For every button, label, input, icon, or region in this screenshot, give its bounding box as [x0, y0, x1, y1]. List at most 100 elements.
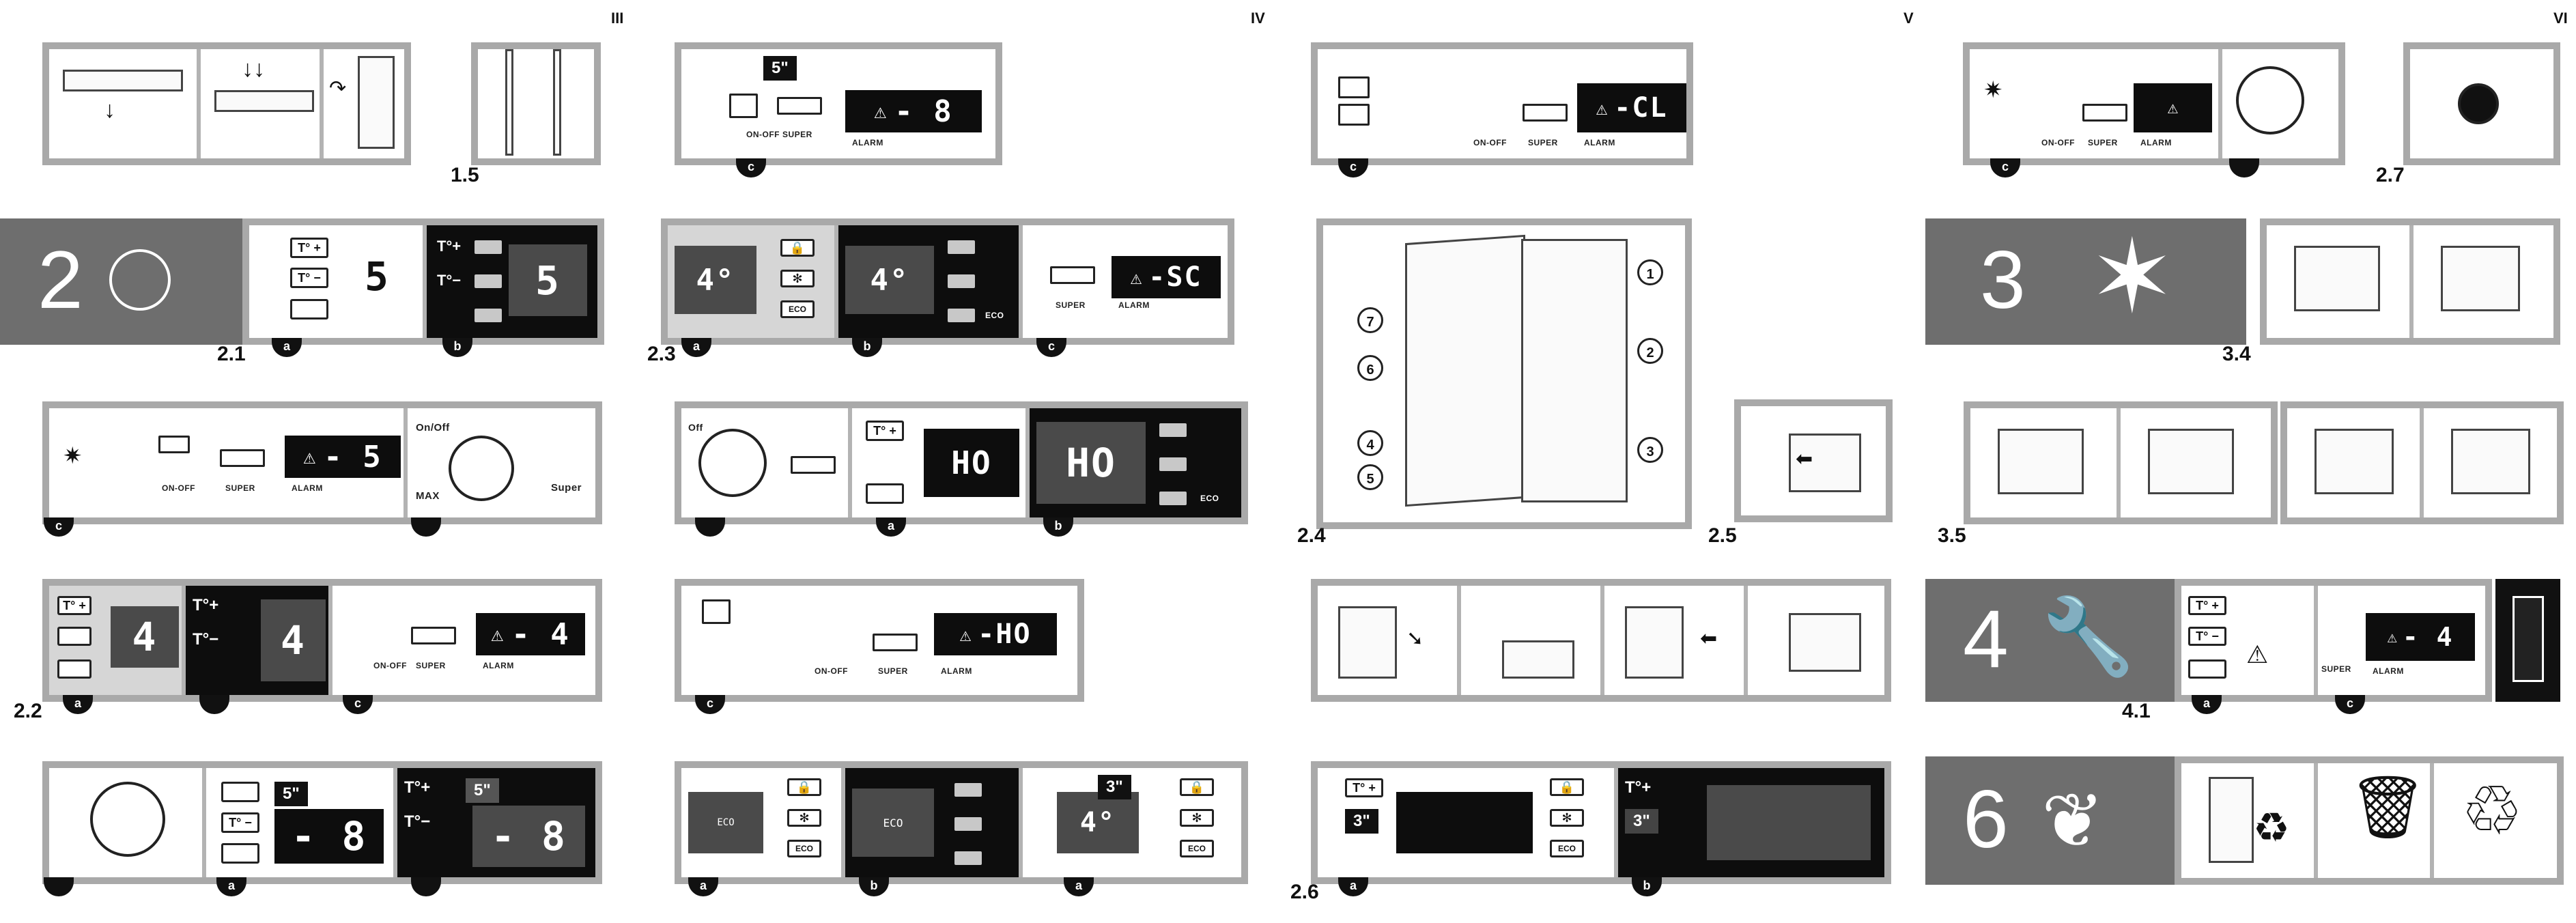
power-button[interactable]: [2188, 659, 2226, 679]
temperature-dial[interactable]: [2236, 66, 2304, 134]
temp-plus-button[interactable]: T° +: [2188, 596, 2226, 615]
temp-minus-button[interactable]: T° −: [221, 812, 259, 833]
snowflake-button[interactable]: ✻: [1180, 809, 1214, 827]
super-button[interactable]: [1050, 266, 1095, 284]
panel-weee: 🗑: [2318, 763, 2434, 878]
cabinet-sketch: ↷: [324, 49, 404, 158]
arrow-right-icon: ➘: [1406, 627, 1424, 650]
temp-plus-button[interactable]: T° +: [1345, 778, 1383, 797]
badge-c: c: [1990, 158, 2020, 178]
eco-button[interactable]: ECO: [787, 840, 821, 857]
section-banner-2: 2: [0, 218, 242, 345]
super-button[interactable]: [2082, 104, 2127, 122]
temp-plus-button[interactable]: T° +: [866, 421, 904, 441]
badge-unlabeled: [695, 517, 725, 537]
on-off-button[interactable]: [702, 599, 731, 624]
temp-display: 4°: [675, 246, 756, 314]
snowflake-button[interactable]: ✻: [1550, 809, 1584, 827]
step-label-2-4: 2.4: [1297, 524, 1326, 547]
indicator-led: [954, 783, 982, 797]
warning-icon: ⚠: [303, 444, 316, 469]
badge-c: c: [2335, 695, 2365, 714]
temp-minus-button[interactable]: T° −: [290, 268, 328, 288]
alarm-label: ALARM: [1118, 300, 1150, 310]
temp-plus-button[interactable]: T° +: [290, 238, 328, 258]
dial-super-label: Super: [551, 482, 582, 494]
lock-button[interactable]: [1338, 104, 1370, 126]
indicator-led: [475, 309, 502, 322]
shelf-sketch: [1338, 606, 1397, 679]
temp-minus-button[interactable]: [57, 627, 91, 646]
light-burst-icon: ✷: [63, 443, 83, 469]
section-banner-6: 6 ❦: [1925, 756, 2175, 885]
panel-timer-b: T°+ T°− 5" - 8: [397, 768, 595, 877]
on-off-button[interactable]: [158, 436, 190, 453]
super-button[interactable]: [411, 627, 456, 644]
panel-3-5-2: [2121, 408, 2271, 517]
on-off-label: ON-OFF: [373, 661, 407, 670]
panel-2-1-b: T°+ T°− 5: [427, 225, 597, 338]
power-button[interactable]: [57, 659, 91, 679]
temperature-dial[interactable]: [449, 436, 514, 501]
alarm-display: ⚠ - 4: [2366, 613, 2475, 661]
eco-display: ECO: [688, 792, 763, 853]
temperature-dial[interactable]: [698, 429, 767, 497]
snowflake-button[interactable]: ✻: [780, 270, 815, 287]
shelf-panel-3: ⬅: [1604, 586, 1748, 695]
panel-eco-b: ECO: [845, 768, 1023, 877]
on-off-button[interactable]: [729, 94, 758, 118]
temperature-dial[interactable]: [90, 782, 165, 857]
snowflake-button[interactable]: ✻: [787, 809, 821, 827]
fridge-body: [1521, 239, 1628, 502]
arrow-left-icon: ⬅: [1796, 448, 1813, 470]
panel-2-3-b: 4° ECO: [838, 225, 1023, 338]
eco-button[interactable]: ECO: [1180, 840, 1214, 857]
bracket-sketch-1: ↓: [49, 49, 201, 158]
callout-2: 2: [1637, 338, 1663, 364]
ice-tray-sketch: [2294, 246, 2380, 311]
starburst-icon: ✶: [2089, 219, 2175, 334]
lock-button[interactable]: 🔒: [780, 239, 815, 257]
power-button[interactable]: [290, 299, 328, 320]
lock-button[interactable]: 🔒: [1550, 778, 1584, 796]
temp-minus-button[interactable]: T° −: [2188, 627, 2226, 646]
light-burst-icon: ✷: [1983, 77, 2003, 103]
badge-a: a: [1338, 877, 1368, 896]
super-label: SUPER: [416, 661, 446, 670]
temp-display: HO: [924, 429, 1019, 497]
alarm-label: ALARM: [292, 483, 323, 493]
badge-c: c: [736, 158, 766, 178]
power-button[interactable]: [221, 843, 259, 864]
eco-button[interactable]: ECO: [1550, 840, 1584, 857]
figure-timer-8: T° − 5" - 8 T°+ T°− 5" - 8 a: [42, 761, 602, 896]
lock-button[interactable]: 🔒: [787, 778, 821, 796]
on-off-button[interactable]: [1338, 76, 1370, 98]
lock-button[interactable]: 🔒: [1180, 778, 1214, 796]
badge-a: a: [681, 338, 711, 357]
ice-tray-sketch: [2148, 429, 2234, 494]
figure-ho: Off T° + HO HO ECO a b: [675, 401, 1248, 537]
indicator-led: [475, 274, 502, 288]
super-button[interactable]: [777, 97, 822, 115]
alarm-label: ALARM: [852, 138, 883, 147]
super-button[interactable]: [220, 449, 265, 467]
temp-display: 4°: [1057, 792, 1139, 853]
super-button[interactable]: [1523, 104, 1568, 122]
step-label-2-1: 2.1: [217, 343, 246, 365]
eco-button[interactable]: ECO: [780, 300, 815, 318]
panel-3-5-1: [1970, 408, 2121, 517]
power-button[interactable]: [866, 483, 904, 504]
super-button[interactable]: [791, 456, 836, 474]
shelf-panel-1: ➘: [1318, 586, 1461, 695]
step-label-1-5: 1.5: [451, 164, 479, 186]
section-banner-3: 3 ✶: [1925, 218, 2246, 345]
figure-cl: ON-OFF SUPER ⚠ -CL ALARM c: [1311, 42, 1693, 178]
installation-figure: ↓ ↓↓ ↷: [42, 42, 411, 165]
temp-plus-button[interactable]: [221, 782, 259, 802]
badge-unlabeled: [44, 877, 74, 896]
panel-3-5-4: [2424, 408, 2557, 517]
crossed-bin-icon: 🗑: [2349, 773, 2427, 842]
warning-icon: ⚠: [1130, 266, 1142, 289]
temp-plus-button[interactable]: T° +: [57, 596, 91, 615]
super-button[interactable]: [873, 634, 918, 651]
